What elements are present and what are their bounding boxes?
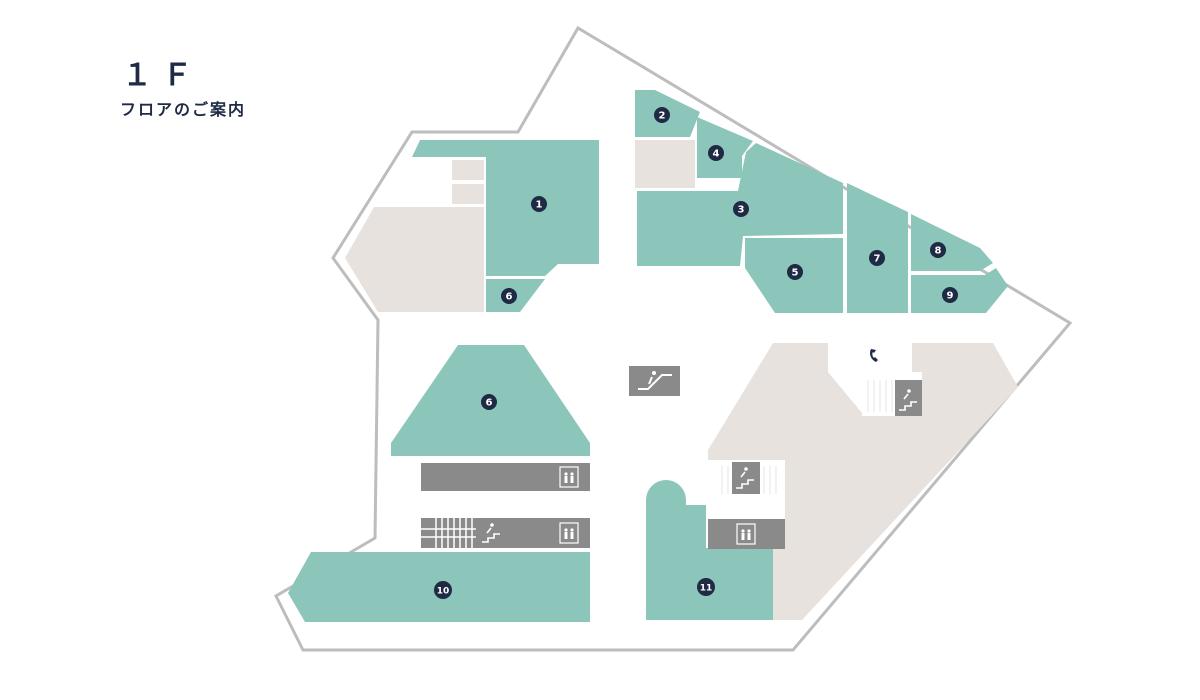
emergency-stairs-icon [736,467,754,489]
tenant-badge[interactable]: 3 [733,201,749,217]
tenant-badge[interactable]: 10 [434,581,452,599]
service-area-east [708,343,1018,620]
tenant-badge-label: 7 [874,254,881,265]
tenant-badge-label: 4 [713,149,720,160]
tenant-badge-label: 11 [700,584,713,594]
tenant-11-area[interactable] [646,480,773,620]
tenant-badge[interactable]: 9 [942,287,958,303]
tenant-1-area[interactable] [412,140,599,276]
escalator-icon [638,371,672,390]
service-room-small-1 [452,160,484,180]
tenant-badge-label: 5 [792,268,799,279]
tenant-badges: 1 2 3 4 5 6 6 7 [434,107,958,599]
tenant-badge[interactable]: 6 [481,394,497,410]
tenant-badge[interactable]: 8 [930,242,946,258]
tenant-badge[interactable]: 1 [531,196,547,212]
floor-subtitle: フロアのご案内 [120,100,247,119]
tenant-badge[interactable]: 7 [869,250,885,266]
tenant-badge[interactable]: 4 [708,145,724,161]
tenant-9-area[interactable] [911,268,1008,313]
elevator-icon [736,523,756,545]
service-room-small-2 [452,184,484,204]
escalator-box[interactable] [629,366,680,396]
tenant-badge-label: 9 [947,291,954,302]
emergency-stairs-icon [482,523,500,543]
tenant-badge-label: 6 [506,292,513,303]
stairs-west [421,518,476,548]
tenant-8-area[interactable] [911,214,993,271]
tenant-badge-label: 10 [437,587,450,597]
emergency-stairs-box-south [732,462,760,494]
elevator-icon [559,522,579,544]
service-room-north [635,140,695,188]
elevator-icon [559,466,579,488]
tenant-4-area[interactable] [697,117,753,178]
service-area-west [345,207,484,312]
emergency-stairs-icon [899,389,917,411]
tenant-badge[interactable]: 11 [697,578,715,596]
tenant-badge-label: 1 [536,200,543,211]
tenant-badge[interactable]: 2 [654,107,670,123]
tenant-badge[interactable]: 6 [501,288,517,304]
service-areas [345,140,1018,620]
tenant-7-area[interactable] [847,183,908,313]
tenant-badge-label: 6 [486,398,493,409]
tenant-badge-label: 2 [659,111,666,122]
tenant-badge-label: 8 [935,246,942,257]
tenant-badge[interactable]: 5 [787,264,803,280]
telephone-icon [870,349,878,362]
elevator-hall-west-upper [421,463,590,491]
floor-title: １Ｆ [122,58,202,93]
tenant-badge-label: 3 [738,205,745,216]
